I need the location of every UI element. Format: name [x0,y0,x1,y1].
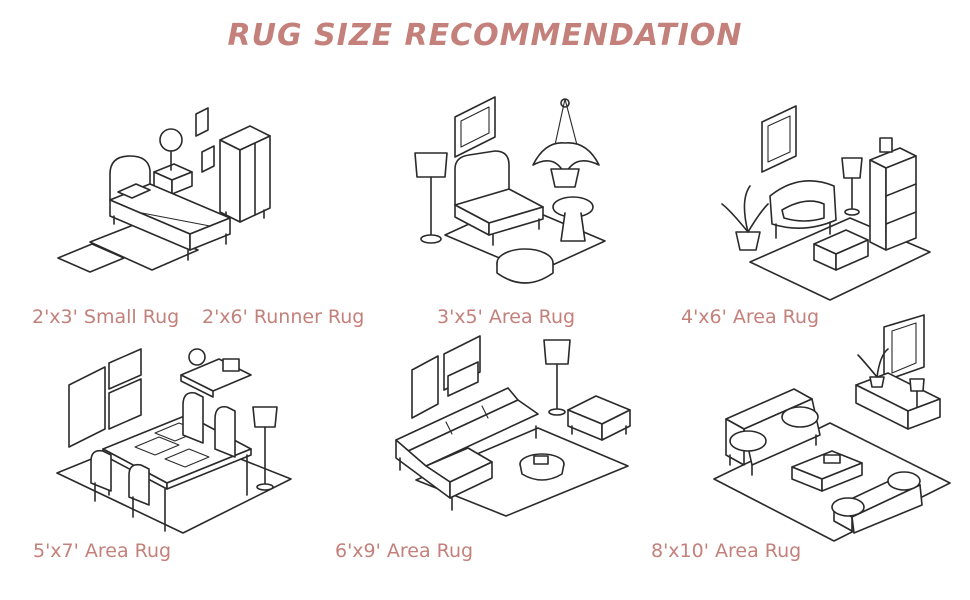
page-title: RUG SIZE RECOMMENDATION [227,18,743,53]
rug-size-label-5x7: 5'x7' Area Rug [33,540,172,562]
rug-size-label-2x3: 2'x3' Small Rug [32,306,180,328]
dining-room-icon [55,345,305,540]
rug-size-label-6x9: 6'x9' Area Rug [335,540,474,562]
living-room-icon [712,314,952,542]
rug-size-label-3x5: 3'x5' Area Rug [437,306,576,328]
rug-size-label-4x6: 4'x6' Area Rug [681,306,820,328]
sectional-living-room-icon [388,330,633,520]
lounge-corner-icon [405,95,615,295]
bedroom-icon [50,100,290,280]
rug-size-label-2x6: 2'x6' Runner Rug [202,306,365,328]
reading-nook-icon [720,100,935,310]
rug-size-label-8x10: 8'x10' Area Rug [651,540,802,562]
